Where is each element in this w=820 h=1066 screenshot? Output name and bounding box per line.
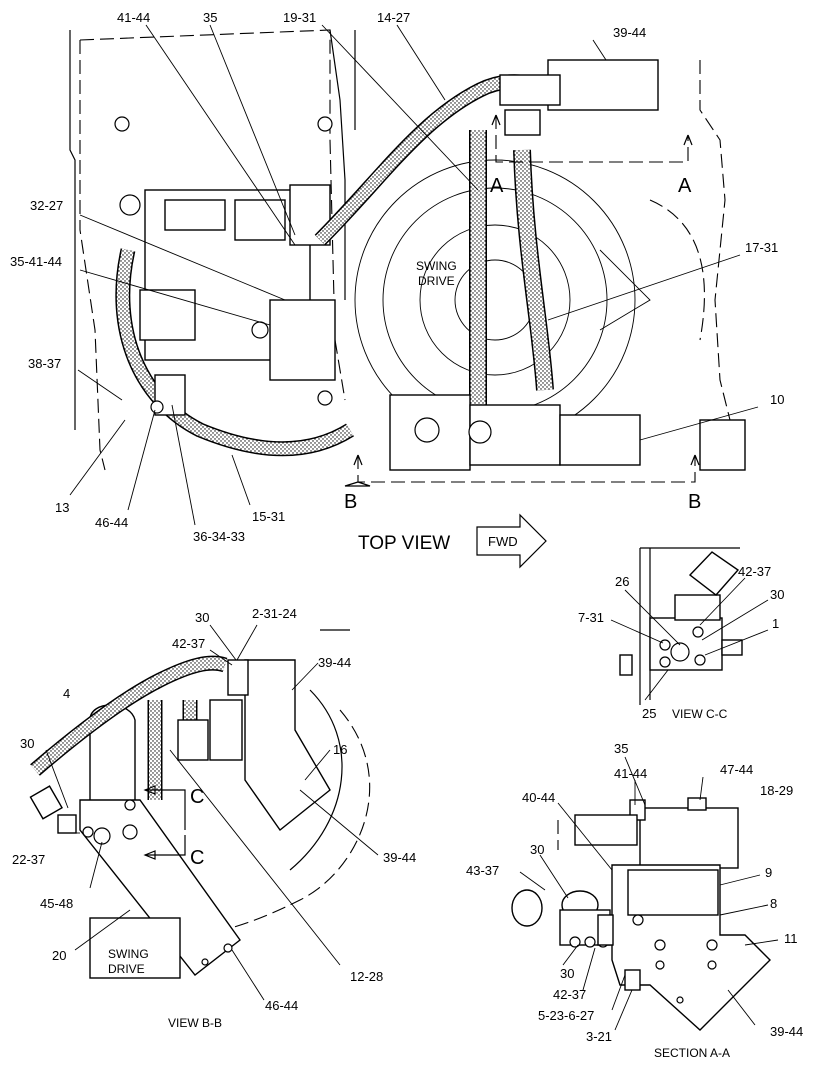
bb-callout-46-44: 46-44	[265, 998, 298, 1013]
view-cc-caption: VIEW C-C	[672, 707, 728, 721]
callout-35-41-44: 35-41-44	[10, 254, 62, 269]
bb-callout-2-31-24: 2-31-24	[252, 606, 297, 621]
leader-lines-bb	[45, 624, 379, 1001]
callout-17-31: 17-31	[745, 240, 778, 255]
callout-35: 35	[203, 10, 217, 25]
aa-callout-18-29: 18-29	[760, 783, 793, 798]
aa-callout-41-44: 41-44	[614, 766, 647, 781]
section-b-right: B	[688, 491, 701, 513]
aa-callout-47-44: 47-44	[720, 762, 753, 777]
bb-valve-16	[244, 659, 331, 832]
section-b-left: B	[344, 491, 357, 513]
bb-section-c-top: C	[190, 786, 204, 808]
cc-callout-7-31: 7-31	[578, 610, 604, 625]
bb-callout-45-48: 45-48	[40, 896, 73, 911]
aa-callout-42-37: 42-37	[553, 987, 586, 1002]
frame-edge	[69, 29, 356, 430]
callout-32-27: 32-27	[30, 198, 63, 213]
cc-callout-25: 25	[642, 706, 656, 721]
aa-callout-39-44: 39-44	[770, 1024, 803, 1039]
callout-36-34-33: 36-34-33	[193, 529, 245, 544]
swing-drive-label-bb-1: SWING	[108, 947, 149, 961]
callout-10: 10	[770, 392, 784, 407]
section-line-a	[495, 115, 689, 163]
bb-callout-12-28: 12-28	[350, 969, 383, 984]
bb-callout-22-37: 22-37	[12, 852, 45, 867]
leader-lines-cc	[610, 577, 769, 701]
bb-callout-39-44-top: 39-44	[318, 655, 351, 670]
aa-callout-40-44: 40-44	[522, 790, 555, 805]
callout-41-44: 41-44	[117, 10, 150, 25]
swing-drive-label-top-2: DRIVE	[418, 274, 455, 288]
bb-callout-4: 4	[63, 686, 70, 701]
top-view: 41-44 35 19-31 14-27 39-44 32-27 17-31 3…	[10, 10, 784, 569]
aa-callout-9: 9	[765, 865, 772, 880]
bb-callout-39-44-right: 39-44	[383, 850, 416, 865]
aa-callout-8: 8	[770, 896, 777, 911]
leader-lines-aa	[519, 756, 779, 1031]
cc-callout-30: 30	[770, 587, 784, 602]
view-bb-caption: VIEW B-B	[168, 1016, 222, 1030]
section-aa: 35 47-44 41-44 18-29 40-44 30 9 43-37 8 …	[466, 741, 803, 1060]
cc-callout-1: 1	[772, 616, 779, 631]
bb-section-c-bottom: C	[190, 847, 204, 869]
callout-46-44: 46-44	[95, 515, 128, 530]
swing-drive-label-bb-2: DRIVE	[108, 962, 145, 976]
bb-callout-20: 20	[52, 948, 66, 963]
section-aa-caption: SECTION A-A	[654, 1046, 730, 1060]
callout-38-37: 38-37	[28, 356, 61, 371]
bb-callout-30-left: 30	[20, 736, 34, 751]
section-line-b	[357, 455, 696, 483]
aa-callout-30-bottom: 30	[560, 966, 574, 981]
section-a-right: A	[678, 175, 692, 197]
aa-callout-30-top: 30	[530, 842, 544, 857]
section-a-left: A	[490, 175, 504, 197]
aa-callout-35: 35	[614, 741, 628, 756]
bb-callout-42-37: 42-37	[172, 636, 205, 651]
leader-lines-top	[69, 24, 759, 526]
swing-drive-label-top-1: SWING	[416, 259, 457, 273]
cc-callout-42-37: 42-37	[738, 564, 771, 579]
callout-19-31: 19-31	[283, 10, 316, 25]
aa-callout-43-37: 43-37	[466, 863, 499, 878]
callout-39-44: 39-44	[613, 25, 646, 40]
aa-block-18-29	[639, 807, 739, 869]
aa-callout-5-23-6-27: 5-23-6-27	[538, 1008, 594, 1023]
fwd-label: FWD	[488, 534, 518, 549]
bb-callout-16: 16	[333, 742, 347, 757]
fwd-arrow	[476, 513, 547, 569]
callout-15-31: 15-31	[252, 509, 285, 524]
cc-callout-26: 26	[615, 574, 629, 589]
view-cc: 26 42-37 30 7-31 1 25 VIEW C-C	[578, 547, 784, 721]
top-view-title: TOP VIEW	[358, 533, 450, 554]
aa-callout-11: 11	[784, 931, 798, 946]
aa-callout-3-21: 3-21	[586, 1029, 612, 1044]
callout-14-27: 14-27	[377, 10, 410, 25]
view-bb: 30 2-31-24 42-37 39-44 4 16 30 22-37 45-…	[12, 606, 416, 1030]
upper-valve-block	[547, 59, 659, 111]
callout-13: 13	[55, 500, 69, 515]
bb-callout-30-top: 30	[195, 610, 209, 625]
